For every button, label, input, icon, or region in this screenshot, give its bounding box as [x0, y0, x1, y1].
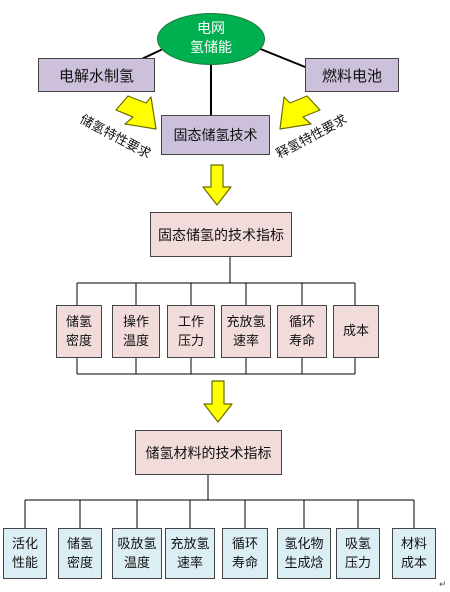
material-indicator-box: 吸放氢 温度 [112, 528, 162, 579]
tech-indicator-box: 成本 [333, 305, 379, 358]
tech-indicator-box: 操作 温度 [112, 305, 160, 358]
material-indicator-box: 材料 成本 [392, 528, 436, 579]
material-indicator-box: 充放氢 速率 [165, 528, 215, 579]
material-indicator-box: 储氢 密度 [58, 528, 102, 579]
material-indicator-box: 氢化物 生成焓 [277, 528, 331, 579]
arrow-left-diagonal [115, 95, 157, 130]
tech-indicator-box: 储氢 密度 [56, 305, 102, 358]
material-indicator-box: 活化 性能 [3, 528, 47, 579]
arrow-down-2 [203, 380, 233, 423]
arrow-down-1 [202, 164, 232, 206]
grid-hydrogen-storage-node: 电网 氢储能 [157, 13, 265, 65]
solid-state-storage-node: 固态储氢技术 [161, 115, 270, 155]
tech-indicator-title: 固态储氢的技术指标 [150, 212, 292, 257]
electrolysis-node: 电解水制氢 [38, 58, 155, 92]
material-indicator-box: 吸氢 压力 [336, 528, 380, 579]
tech-indicator-box: 循环 寿命 [277, 305, 327, 358]
paragraph-mark-icon: ↵ [439, 580, 447, 590]
arrow-right-diagonal [279, 95, 321, 130]
tech-indicator-box: 工作 压力 [167, 305, 215, 358]
fuel-cell-node: 燃料电池 [305, 58, 399, 92]
material-indicator-title: 储氢材料的技术指标 [135, 430, 282, 475]
material-indicator-box: 循环 寿命 [222, 528, 268, 579]
tech-indicator-box: 充放氢 速率 [221, 305, 271, 358]
tree2-drops [24, 500, 415, 528]
